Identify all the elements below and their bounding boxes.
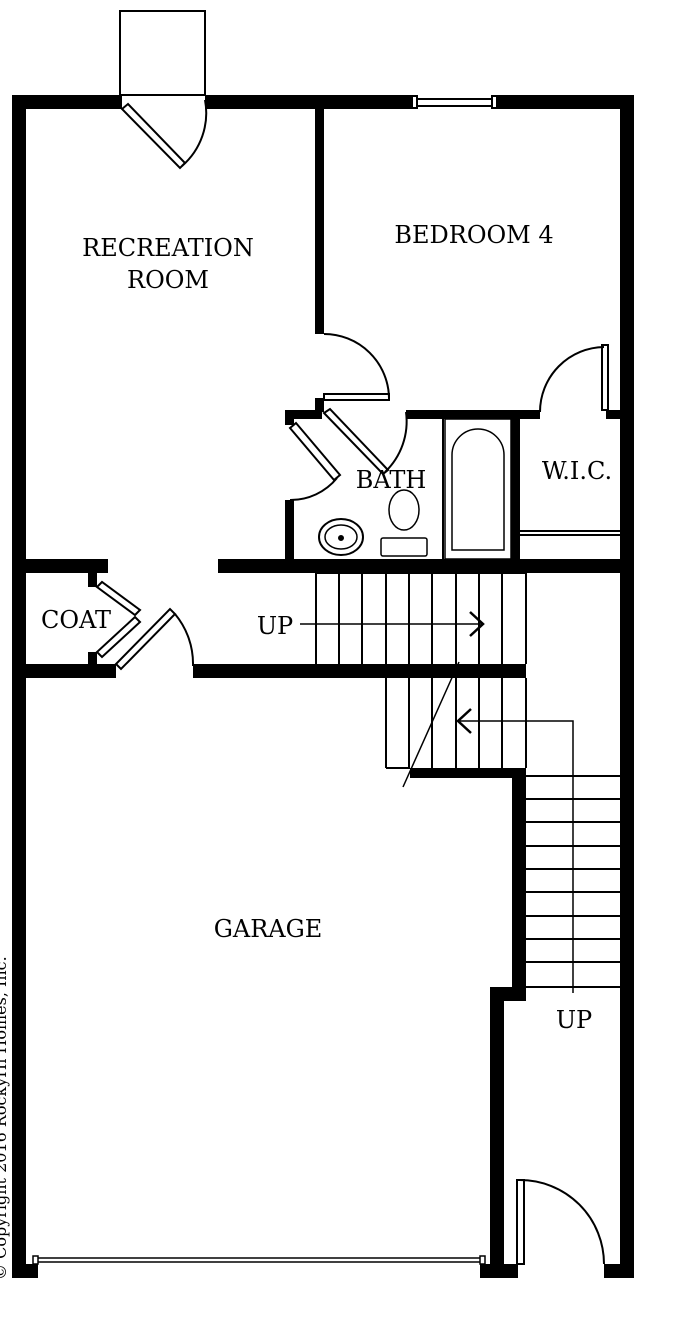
rec-bed-wall bbox=[315, 109, 324, 334]
stair-mid-arrow-head bbox=[456, 708, 472, 734]
top-window-jamb-left bbox=[411, 95, 418, 109]
linen-door-arc bbox=[289, 477, 338, 502]
garage-door-arc bbox=[174, 613, 195, 667]
label-recreation-line1: RECREATION bbox=[82, 234, 254, 262]
rec-top-door-arc bbox=[181, 99, 208, 167]
left-wall bbox=[12, 95, 26, 1278]
garage-right-wall bbox=[490, 987, 504, 1278]
right-wall bbox=[620, 95, 634, 1278]
mid-wall-left bbox=[26, 559, 108, 573]
sink-outer bbox=[318, 518, 364, 556]
garage-door-jamb-left bbox=[32, 1255, 39, 1265]
wic-top-wall bbox=[606, 410, 620, 419]
sink-drain bbox=[338, 535, 344, 541]
toilet-tank bbox=[380, 537, 428, 557]
coat-right-wall-top bbox=[88, 573, 97, 587]
bottom-wall-left bbox=[12, 1264, 38, 1278]
bed-door-leaf bbox=[323, 393, 390, 401]
stair-break-line bbox=[402, 661, 460, 788]
landing-bottom-wall bbox=[410, 768, 526, 778]
garage-stair-wall bbox=[512, 768, 526, 1000]
bath-top-wall-left bbox=[285, 410, 322, 419]
label-stair-up-lower: UP bbox=[556, 1006, 592, 1034]
thin-lines bbox=[32, 10, 620, 1265]
label-stair-up-upper: UP bbox=[257, 612, 293, 640]
wic-door-arc bbox=[539, 346, 605, 413]
garage-top-wall-right bbox=[193, 664, 526, 678]
mid-wall-right bbox=[218, 559, 620, 573]
label-bath: BATH bbox=[356, 466, 427, 494]
top-wall-right bbox=[495, 95, 634, 109]
rec-bed-wall-lower bbox=[315, 398, 324, 412]
rec-top-door-leaf bbox=[120, 102, 187, 170]
bump-out bbox=[119, 10, 206, 96]
label-coat: COAT bbox=[41, 606, 111, 634]
copyright-notice: © Copyright 2016 RockyHi Homes, Inc. bbox=[0, 956, 10, 1280]
bed-door-arc bbox=[323, 333, 390, 399]
bottom-wall-center bbox=[480, 1264, 518, 1278]
garage-door-jamb-right bbox=[479, 1255, 486, 1265]
stair-mid-arrow-path bbox=[460, 720, 574, 993]
bath-left-wall-lower bbox=[285, 500, 294, 560]
room-labels: RECREATION ROOM BEDROOM 4 BATH W.I.C. CO… bbox=[41, 221, 612, 1034]
garage-top-wall-left bbox=[26, 664, 116, 678]
label-wic: W.I.C. bbox=[542, 457, 612, 485]
tub-inner bbox=[451, 428, 505, 551]
tub-outer bbox=[444, 418, 512, 560]
top-wall-left bbox=[12, 95, 122, 109]
wic-door-leaf bbox=[601, 344, 609, 411]
top-window-jamb-right bbox=[491, 95, 498, 109]
coat-door-leaf-1 bbox=[95, 580, 142, 617]
linen-door-leaf bbox=[288, 421, 342, 482]
top-wall-middle bbox=[205, 95, 415, 109]
sink-inner bbox=[324, 524, 358, 550]
bath-left-wall bbox=[285, 410, 294, 425]
toilet-bowl bbox=[388, 489, 420, 531]
coat-door-leaf-2 bbox=[95, 615, 142, 659]
bath-top-wall-right bbox=[406, 410, 540, 419]
bath-wic-wall bbox=[511, 410, 520, 560]
label-recreation-line2: ROOM bbox=[127, 266, 209, 294]
label-bedroom-4: BEDROOM 4 bbox=[394, 221, 553, 249]
entry-door-arc bbox=[519, 1179, 605, 1265]
bath-door-arc bbox=[384, 411, 408, 473]
walls bbox=[12, 95, 634, 1278]
label-garage: GARAGE bbox=[214, 915, 323, 943]
entry-door-leaf bbox=[516, 1179, 525, 1265]
stair-upper-arrow-head bbox=[469, 611, 485, 637]
bath-door-leaf bbox=[322, 407, 390, 476]
coat-right-wall-bottom bbox=[88, 652, 97, 666]
garage-door-leaf bbox=[114, 607, 177, 671]
bottom-wall-right bbox=[604, 1264, 634, 1278]
